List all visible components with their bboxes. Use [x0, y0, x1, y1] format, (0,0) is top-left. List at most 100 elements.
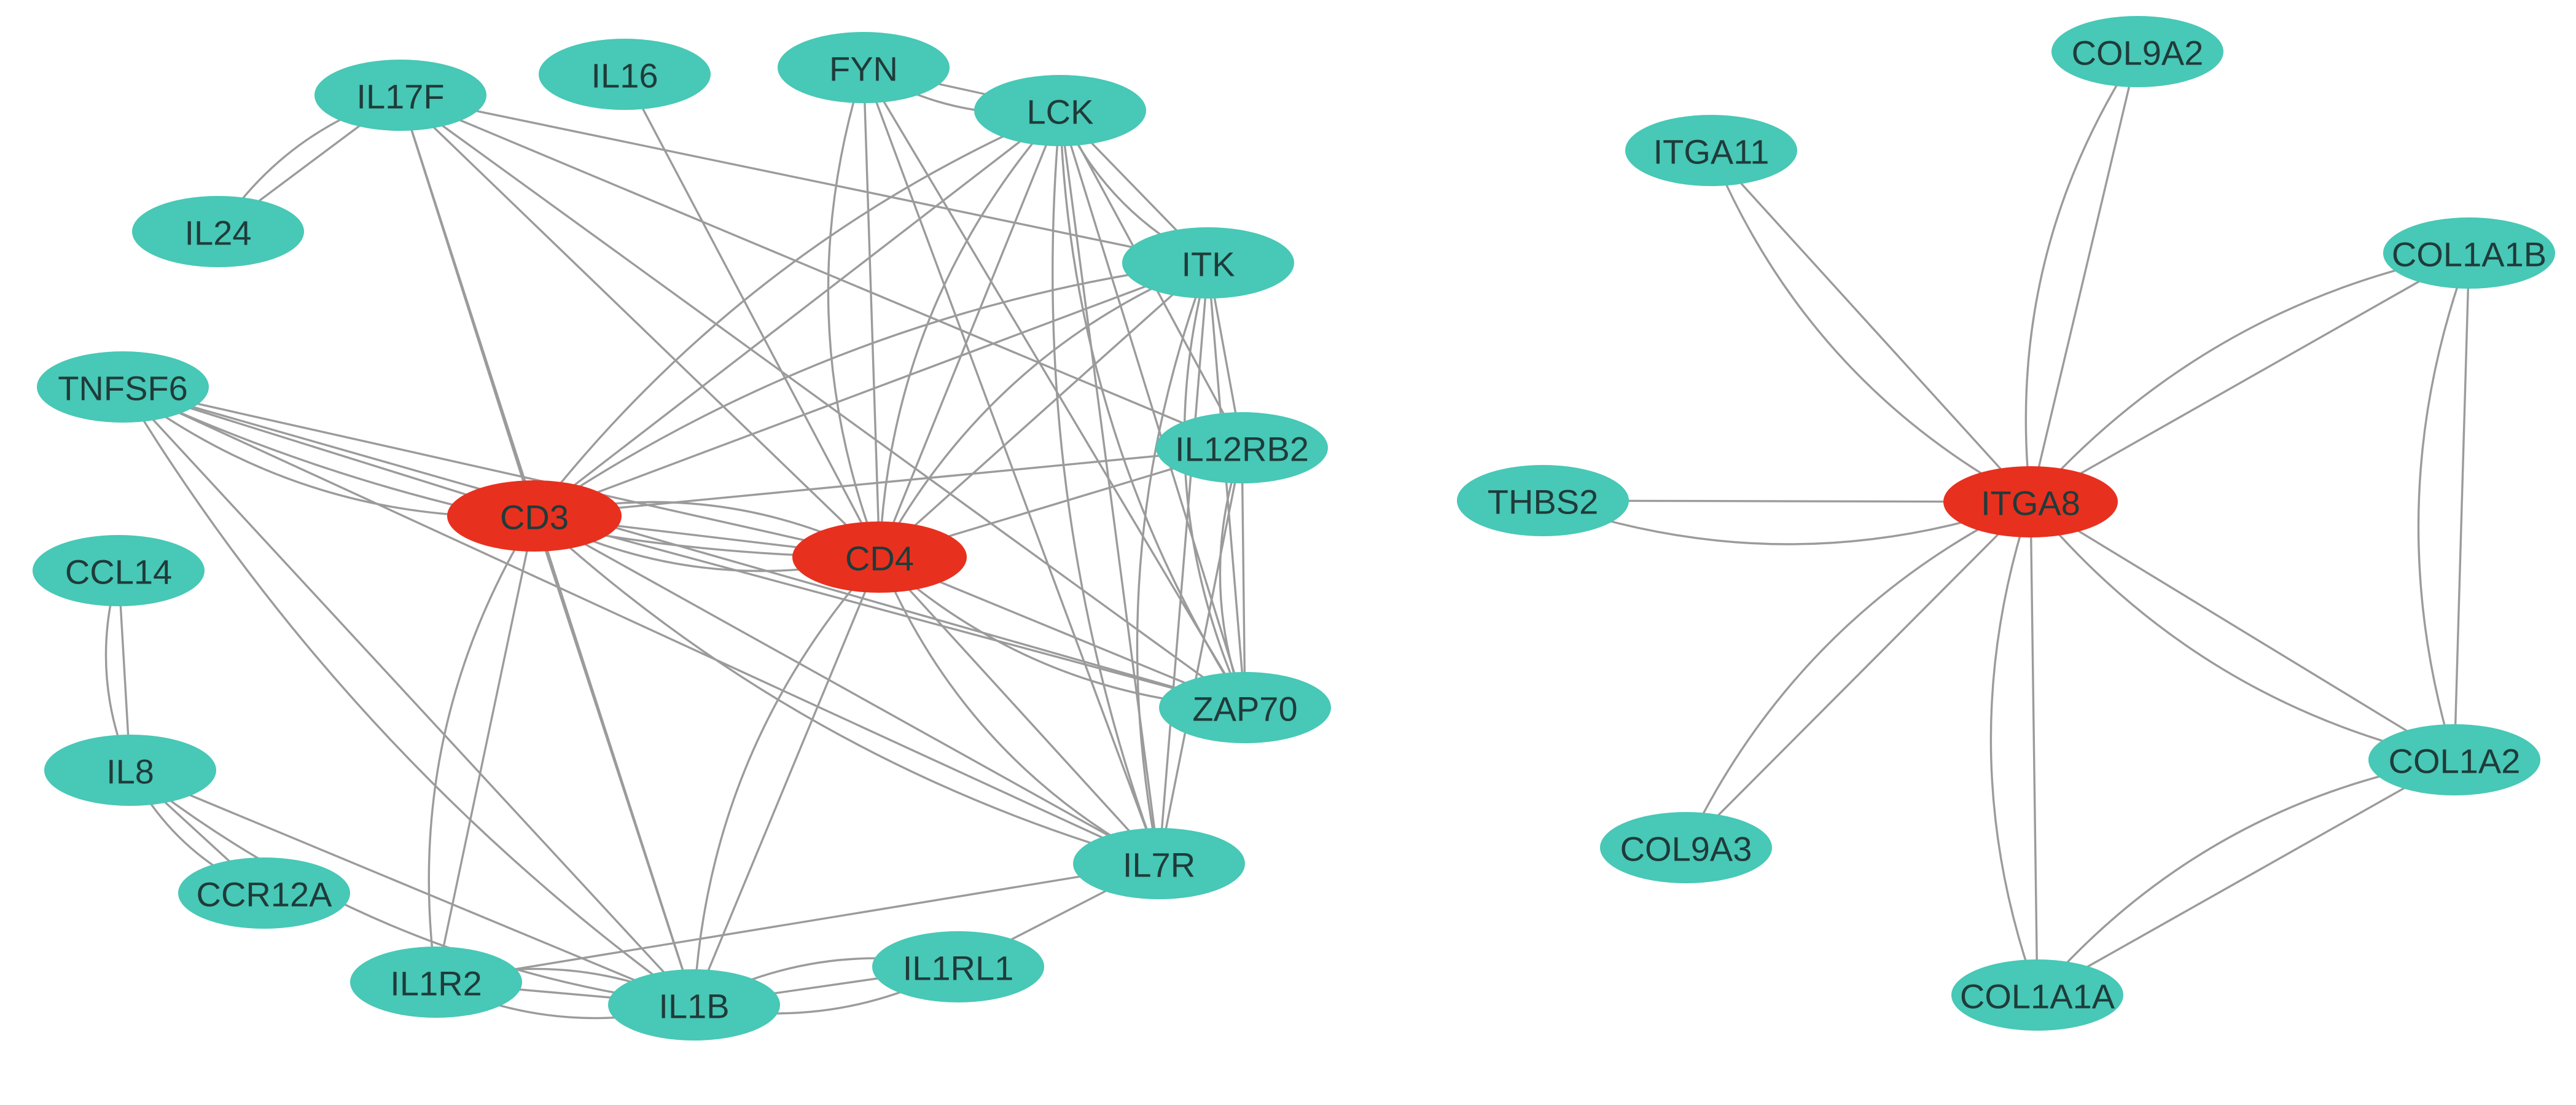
node-ccr12a-shape	[178, 857, 350, 929]
node-il17f[interactable]: IL17F	[314, 60, 486, 131]
node-fyn[interactable]: FYN	[778, 32, 950, 103]
node-ccl14[interactable]: CCL14	[33, 535, 205, 606]
node-col1a2[interactable]: COL1A2	[2368, 724, 2540, 795]
edge-tnfsf6-zap70	[122, 386, 1246, 709]
edge-fyn-cd4	[827, 67, 881, 558]
edge-itga8-col9a3	[1685, 501, 2032, 849]
node-il24[interactable]: IL24	[132, 196, 304, 267]
node-il24-label: IL24	[185, 214, 252, 252]
node-col9a3-shape	[1600, 812, 1772, 883]
node-col1a1b-shape	[2383, 217, 2555, 289]
edge-lck-cd3	[533, 109, 1061, 517]
node-col9a2-label: COL9A2	[2072, 34, 2204, 72]
edge-itga8-col1a1a	[2029, 501, 2039, 996]
node-il16-shape	[539, 39, 711, 110]
edge-col9a2-itga8	[2029, 51, 2139, 502]
edge-itk-il7r	[1136, 262, 1209, 864]
node-col1a1a-shape	[1951, 959, 2123, 1031]
node-thbs2-shape	[1457, 465, 1629, 536]
node-il1rl1[interactable]: IL1RL1	[872, 931, 1044, 1002]
edge-col1a2-col1a1a	[2037, 759, 2455, 996]
node-col1a2-shape	[2368, 724, 2540, 795]
node-cd3[interactable]: CD3	[447, 480, 622, 552]
edge-cd4-il7r	[878, 556, 1160, 865]
node-zap70[interactable]: ZAP70	[1159, 672, 1331, 743]
edge-itk-zap70	[1207, 262, 1246, 708]
node-tnfsf6[interactable]: TNFSF6	[37, 351, 209, 423]
edge-itk-zap70	[1183, 262, 1246, 708]
node-itga8[interactable]: ITGA8	[1943, 466, 2118, 537]
node-il7r[interactable]: IL7R	[1073, 828, 1245, 899]
edge-itga8-col9a3	[1685, 501, 2031, 848]
node-il1r2[interactable]: IL1R2	[350, 947, 522, 1018]
edge-il8-il1b	[129, 769, 695, 1006]
edge-il17f-itk	[400, 94, 1209, 264]
node-ccl14-shape	[33, 535, 205, 606]
edge-lck-il7r	[1052, 110, 1160, 864]
node-col1a1a[interactable]: COL1A1A	[1951, 959, 2123, 1031]
node-col1a2-label: COL1A2	[2389, 742, 2521, 781]
node-col9a2[interactable]: COL9A2	[2051, 16, 2223, 87]
node-il1r2-label: IL1R2	[390, 964, 482, 1003]
edge-col1a1b-itga8	[2030, 252, 2470, 503]
edge-lck-zap70	[1059, 110, 1246, 708]
node-il1rl1-label: IL1RL1	[903, 949, 1014, 988]
node-il16-label: IL16	[591, 57, 658, 95]
edge-il16-cd4	[623, 74, 881, 558]
node-itga11-label: ITGA11	[1653, 133, 1770, 171]
edge-itk-cd3	[534, 262, 1209, 517]
node-il24-shape	[132, 196, 304, 267]
edge-itk-cd4	[878, 262, 1209, 558]
edge-itga11-itga8	[1710, 150, 2031, 503]
edge-layer	[104, 51, 2470, 1020]
node-ccl14-label: CCL14	[65, 553, 172, 592]
edge-fyn-zap70	[862, 67, 1246, 708]
edge-tnfsf6-il1b	[122, 386, 695, 1006]
edge-itk-cd3	[534, 262, 1209, 517]
node-thbs2[interactable]: THBS2	[1457, 465, 1629, 536]
node-col1a1a-label: COL1A1A	[1960, 977, 2115, 1016]
edge-tnfsf6-il7r	[122, 386, 1160, 865]
node-cd3-shape	[447, 480, 622, 552]
node-il8[interactable]: IL8	[44, 735, 216, 806]
edge-il7r-il1r2	[435, 862, 1160, 983]
node-cd3-label: CD3	[500, 498, 569, 537]
node-cd4[interactable]: CD4	[792, 521, 967, 593]
node-fyn-label: FYN	[829, 50, 898, 88]
node-lck[interactable]: LCK	[974, 75, 1146, 146]
edge-cd3-il1b	[533, 515, 695, 1005]
node-il1rl1-shape	[872, 931, 1044, 1002]
node-itga8-shape	[1943, 466, 2118, 537]
node-il1r2-shape	[350, 947, 522, 1018]
node-il17f-shape	[314, 60, 486, 131]
node-itga11[interactable]: ITGA11	[1625, 115, 1797, 186]
node-tnfsf6-shape	[37, 351, 209, 423]
edge-col9a2-itga8	[2024, 51, 2139, 502]
node-itk-shape	[1122, 227, 1294, 299]
edge-itga8-col1a1a	[1989, 501, 2039, 996]
node-ccr12a[interactable]: CCR12A	[178, 857, 350, 929]
node-zap70-shape	[1159, 672, 1331, 743]
edge-fyn-il7r	[862, 67, 1160, 864]
edge-lck-cd3	[533, 109, 1061, 517]
edge-lck-cd4	[878, 109, 1061, 558]
node-il17f-label: IL17F	[356, 77, 444, 116]
node-itk[interactable]: ITK	[1122, 227, 1294, 299]
node-itga8-label: ITGA8	[1981, 484, 2080, 523]
edge-cd3-il1r2	[427, 515, 536, 983]
edge-cd4-il7r	[878, 556, 1160, 865]
node-col9a3[interactable]: COL9A3	[1600, 812, 1772, 883]
node-cd4-label: CD4	[845, 539, 914, 578]
node-il12rb2-label: IL12RB2	[1175, 430, 1309, 469]
node-il12rb2[interactable]: IL12RB2	[1156, 412, 1328, 483]
node-il1b[interactable]: IL1B	[608, 969, 780, 1041]
node-itk-label: ITK	[1181, 245, 1235, 284]
node-col9a2-shape	[2051, 16, 2223, 87]
node-zap70-label: ZAP70	[1192, 690, 1297, 728]
node-col1a1b[interactable]: COL1A1B	[2383, 217, 2555, 289]
node-ccr12a-label: CCR12A	[197, 875, 333, 914]
edge-lck-zap70	[1059, 110, 1246, 708]
node-il16[interactable]: IL16	[539, 39, 711, 110]
